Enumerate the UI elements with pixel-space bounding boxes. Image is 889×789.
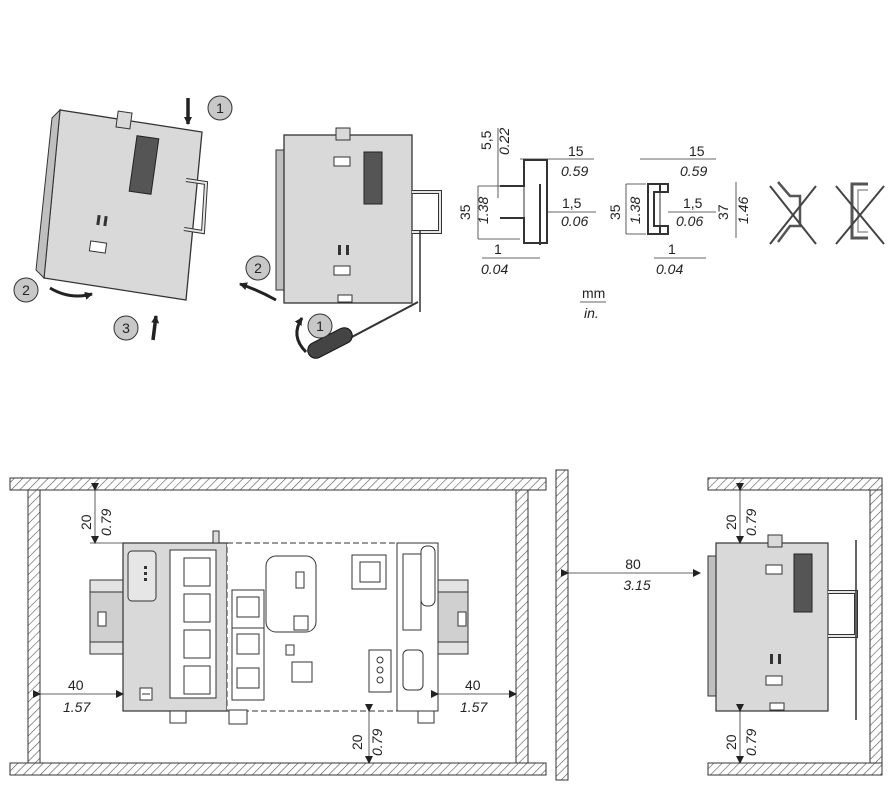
svg-text:0.22: 0.22 [496,128,512,155]
expansion-modules [226,542,398,725]
svg-text:0.79: 0.79 [743,729,759,756]
svg-text:0.79: 0.79 [369,729,385,756]
svg-text:3.15: 3.15 [623,577,650,593]
svg-text:3: 3 [122,320,130,336]
svg-text:1.46: 1.46 [735,197,751,224]
rail-a-dimensions: 5,5 0.22 15 0.59 35 1.38 1,5 0.06 1 0.04 [457,128,596,277]
rotate-arrow-icon [49,286,93,300]
front-right-clearance: 40 1.57 [431,677,517,715]
enclosure-front [9,477,547,776]
svg-text:80: 80 [625,556,641,572]
front-bottom-clearance: 20 0.79 [349,704,385,764]
front-left-clearance: 40 1.57 [33,677,124,715]
step-badge-3: 3 [113,315,139,341]
svg-text:0.06: 0.06 [676,213,703,229]
svg-text:1.57: 1.57 [63,699,91,715]
svg-text:1.38: 1.38 [475,197,491,224]
svg-text:15: 15 [568,143,584,159]
svg-text:5,5: 5,5 [478,130,494,150]
svg-text:in.: in. [584,305,599,321]
svg-text:20: 20 [723,514,739,530]
side-top-clearance: 20 0.79 [723,483,759,544]
svg-text:0.04: 0.04 [656,261,683,277]
svg-text:20: 20 [349,734,365,750]
svg-text:37: 37 [715,204,731,220]
svg-text:1: 1 [216,100,224,116]
arrow-up-icon [151,315,160,341]
rail-profile-b [647,183,669,235]
step-badge-1-removal: 1 [307,313,333,339]
unit-legend: mm in. [580,285,606,321]
svg-text:0.04: 0.04 [481,261,508,277]
side-view-module [707,534,858,720]
svg-text:1,5: 1,5 [683,195,703,211]
svg-text:1: 1 [494,241,502,257]
svg-text:1.57: 1.57 [460,699,488,715]
svg-text:40: 40 [68,677,84,693]
svg-text:1.38: 1.38 [627,197,643,224]
pull-arrow-icon [294,317,308,354]
enclosure-gap-dimension: 80 3.15 [561,556,701,593]
svg-text:20: 20 [723,734,739,750]
svg-text:0.59: 0.59 [680,163,707,179]
step-badge-2-removal: 2 [245,255,271,281]
svg-text:40: 40 [465,677,481,693]
svg-text:0.59: 0.59 [561,163,588,179]
svg-text:1: 1 [668,241,676,257]
invalid-rail-1-icon [769,181,817,245]
enclosure-gap-wall [555,469,569,781]
step-badge-2: 2 [13,277,39,303]
io-module [396,542,439,724]
install-module-tilted [35,108,209,301]
svg-text:mm: mm [582,285,605,301]
svg-text:0.79: 0.79 [743,509,759,536]
controller-module [122,530,228,724]
rail-profile-a [500,159,548,245]
svg-text:1: 1 [316,318,324,334]
enclosure-side [707,477,883,776]
svg-text:35: 35 [607,204,623,220]
rotate-out-arrow-icon [239,282,277,302]
side-bottom-clearance: 20 0.79 [723,704,759,764]
invalid-rail-2-icon [835,182,885,245]
svg-text:1,5: 1,5 [562,195,582,211]
svg-text:0.06: 0.06 [561,213,588,229]
svg-text:35: 35 [457,204,473,220]
svg-text:2: 2 [22,282,30,298]
removal-module [275,127,442,312]
svg-text:0.79: 0.79 [98,509,114,536]
svg-text:20: 20 [78,514,94,530]
svg-text:15: 15 [689,143,705,159]
step-badge-1: 1 [207,95,233,121]
rail-b-dimensions: 15 0.59 35 1.38 1,5 0.06 37 1.46 1 0.04 [607,143,751,277]
front-top-clearance: 20 0.79 [78,483,123,544]
svg-text:2: 2 [254,260,262,276]
